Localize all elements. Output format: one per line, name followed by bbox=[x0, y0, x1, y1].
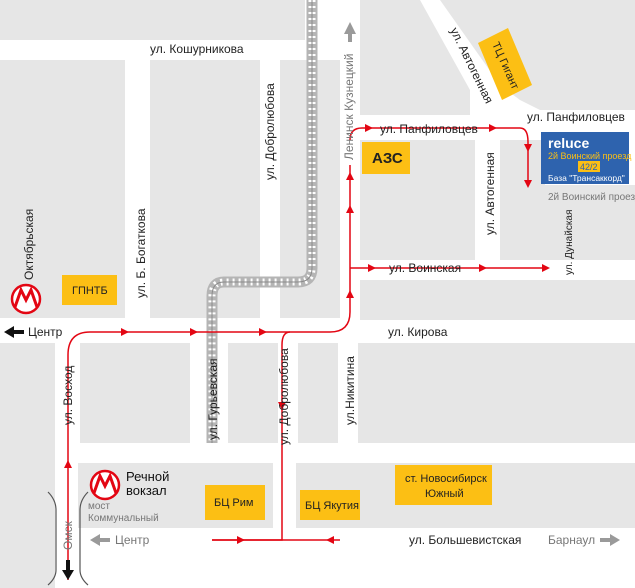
bridge-label-line2: Коммунальный bbox=[88, 513, 159, 524]
poi-novosibirsk-yuzhny: ст. Новосибирск Южный bbox=[395, 465, 492, 505]
azs-label: АЗС bbox=[372, 150, 403, 167]
bc-yakutiya-label: БЦ Якутия bbox=[305, 500, 359, 512]
bc-rim-label: БЦ Рим bbox=[214, 497, 253, 509]
route-arrows bbox=[64, 124, 550, 544]
street-leninsk-kuznetsky: Ленинск Кузнецкий bbox=[342, 54, 356, 160]
barnaul-arrow-icon bbox=[600, 534, 620, 546]
destination-base: База "Трансаккорд" bbox=[548, 173, 625, 183]
center-left-arrow-icon bbox=[4, 326, 24, 338]
omsk-arrow-icon bbox=[62, 560, 74, 580]
street-avtogennaya-vertical: ул. Автогенная bbox=[483, 152, 497, 235]
metro-rechnoy-line1: Речной bbox=[126, 469, 169, 484]
street-voskhod: ул. Восход bbox=[61, 366, 75, 425]
direction-center-left: Центр bbox=[28, 325, 63, 339]
bridge-label-line1: мост bbox=[88, 501, 110, 512]
street-dunayskaya: ул. Дунайская bbox=[564, 210, 575, 275]
poi-azs: АЗС bbox=[362, 142, 410, 174]
gpntb-label: ГПНТБ bbox=[72, 285, 108, 297]
metro-oktyabrskaya-icon bbox=[10, 283, 42, 315]
poi-bc-yakutiya: БЦ Якутия bbox=[300, 490, 360, 520]
direction-center-bottom: Центр bbox=[115, 533, 150, 547]
street-dobrolyubova-south: ул. Добролюбова bbox=[277, 348, 291, 445]
metro-oktyabrskaya-label: Октябрьская bbox=[22, 209, 36, 280]
street-voinskaya: ул. Воинская bbox=[389, 261, 461, 275]
destination-number: 42/2 bbox=[580, 162, 598, 172]
poi-bc-rim: БЦ Рим bbox=[205, 485, 265, 520]
street-kirova: ул. Кирова bbox=[388, 325, 448, 339]
railway bbox=[206, 0, 318, 443]
novosibirsk-line1: ст. Новосибирск bbox=[405, 473, 487, 485]
second-voinsky-label: 2й Воинский проезд bbox=[548, 192, 635, 203]
street-b-bogatkova: ул. Б. Богаткова bbox=[134, 208, 148, 298]
direction-barnaul: Барнаул bbox=[548, 533, 595, 547]
street-panfilovtsev-right: ул. Панфиловцев bbox=[527, 110, 625, 124]
metro-rechnoy-line2: вокзал bbox=[126, 483, 167, 498]
metro-rechnoy-icon bbox=[89, 469, 121, 501]
poi-gpntb: ГПНТБ bbox=[62, 275, 117, 305]
street-guryevskaya: ул. Гурьевская bbox=[206, 359, 220, 441]
street-koshurnikova: ул. Кошурникова bbox=[150, 42, 244, 56]
novosibirsk-line2: Южный bbox=[425, 488, 464, 500]
street-panfilovtsev-mid: ул. Панфиловцев bbox=[380, 122, 478, 136]
direction-omsk: Омск bbox=[61, 520, 75, 550]
center-bottom-arrow-icon bbox=[90, 534, 110, 546]
brand-logo-text: reluce bbox=[548, 135, 589, 151]
destination-marker: reluce 2й Воинский проезд 42/2 База "Тра… bbox=[541, 132, 632, 184]
street-bolshevistskaya: ул. Большевистская bbox=[409, 533, 521, 547]
street-dobrolyubova-north: ул. Добролюбова bbox=[263, 83, 277, 180]
north-arrow-gray bbox=[344, 22, 356, 42]
route bbox=[67, 127, 545, 580]
street-nikitina: ул.Никитина bbox=[343, 356, 357, 425]
destination-address: 2й Воинский проезд bbox=[548, 151, 632, 161]
bridge-icon bbox=[47, 491, 89, 586]
